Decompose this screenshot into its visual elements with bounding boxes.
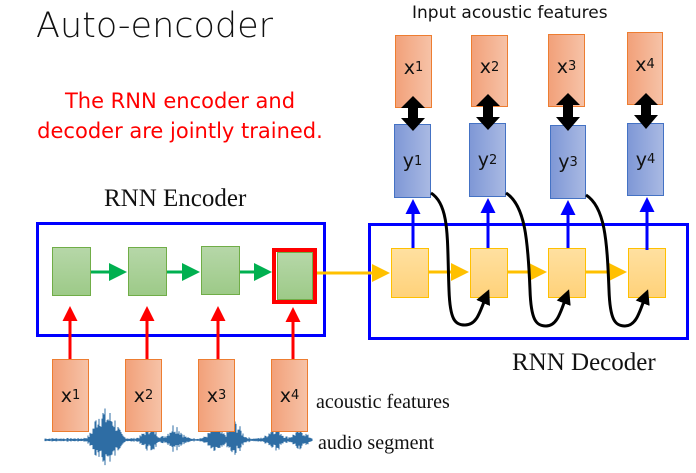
output-index: 4 — [646, 152, 656, 167]
target-index: 4 — [646, 57, 655, 72]
target-symbol: x — [403, 56, 415, 79]
acoustic-features-label: acoustic features — [316, 391, 450, 413]
target-symbol: x — [556, 55, 568, 78]
encoder-cell-1 — [52, 247, 91, 296]
reconstruction-arrow-3 — [556, 93, 580, 131]
output-symbol: y — [477, 149, 489, 171]
final-state-highlight — [272, 248, 317, 304]
target-index: 2 — [490, 59, 500, 75]
subtitle-line-2: decoder are jointly trained. — [37, 119, 323, 143]
feature-index: 3 — [217, 388, 227, 403]
reconstruction-arrow-2 — [476, 94, 500, 130]
feature-symbol: x — [60, 384, 72, 407]
decoder-label: RNN Decoder — [512, 349, 656, 376]
output-symbol: y — [558, 151, 570, 173]
encoder-label: RNN Encoder — [104, 185, 247, 212]
reconstruction-arrow-4 — [634, 93, 658, 129]
feature-index: 2 — [144, 388, 154, 403]
output-index: 1 — [413, 153, 423, 169]
feedback-loop-2 — [505, 191, 571, 328]
subtitle: The RNN encoder and decoder are jointly … — [20, 86, 340, 146]
encoder-cell-3 — [201, 246, 240, 295]
output-symbol: y — [635, 148, 647, 171]
feedback-loop-3 — [585, 193, 650, 328]
encoder-cell-2 — [128, 247, 167, 296]
feature-symbol: x — [133, 384, 145, 407]
output-index: 2 — [488, 152, 498, 168]
input-features-label: Input acoustic features — [412, 3, 608, 23]
feature-index: 4 — [290, 388, 300, 403]
audio-segment-label: audio segment — [318, 432, 435, 454]
slide-title: Auto-encoder — [36, 6, 274, 46]
target-index: 1 — [414, 60, 424, 75]
reconstruction-arrow-1 — [401, 96, 425, 131]
target-index: 3 — [567, 59, 577, 74]
decoder-container — [368, 223, 689, 340]
target-symbol: x — [635, 53, 647, 76]
feedback-loop-1 — [430, 191, 490, 327]
output-symbol: y — [402, 150, 414, 172]
feature-symbol: x — [279, 384, 291, 407]
waveform-path — [44, 408, 313, 466]
output-index: 3 — [569, 154, 578, 170]
feature-index: 1 — [71, 388, 81, 403]
encoder-container — [36, 222, 326, 337]
subtitle-line-1: The RNN encoder and — [64, 89, 296, 113]
target-symbol: x — [479, 56, 491, 78]
encoder-cell-4 — [277, 252, 313, 300]
waveform-trace — [44, 408, 313, 466]
feature-symbol: x — [206, 384, 218, 407]
decoder-cell-1 — [391, 248, 429, 298]
